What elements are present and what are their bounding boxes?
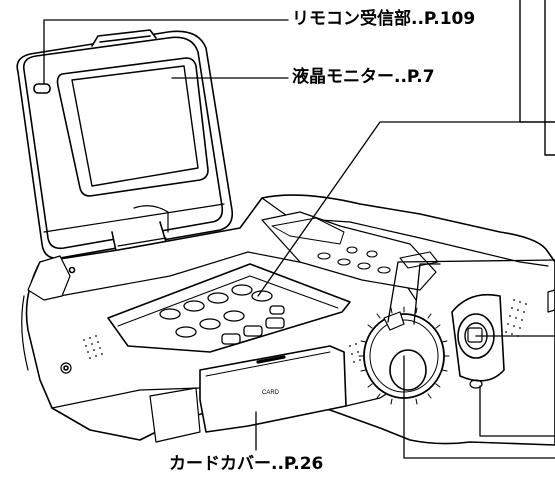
remote-sensor-label: リモコン受信部..P.109	[292, 9, 476, 29]
speaker-grille-left	[83, 335, 103, 359]
right-edge-frame-lines	[519, 0, 555, 273]
camera-body	[21, 194, 555, 446]
lcd-screen	[71, 65, 199, 187]
card-text: CARD	[262, 390, 280, 396]
lcd-monitor-label: 液晶モニター..P.7	[292, 67, 435, 87]
remote-sensor	[33, 83, 51, 94]
lens-housing	[451, 293, 505, 389]
lcd-panel	[16, 29, 234, 260]
card-cover	[149, 345, 347, 443]
card-cover-label: カードカバー..P.26	[169, 454, 324, 474]
leader-lines	[43, 19, 555, 459]
control-buttons	[159, 284, 285, 345]
